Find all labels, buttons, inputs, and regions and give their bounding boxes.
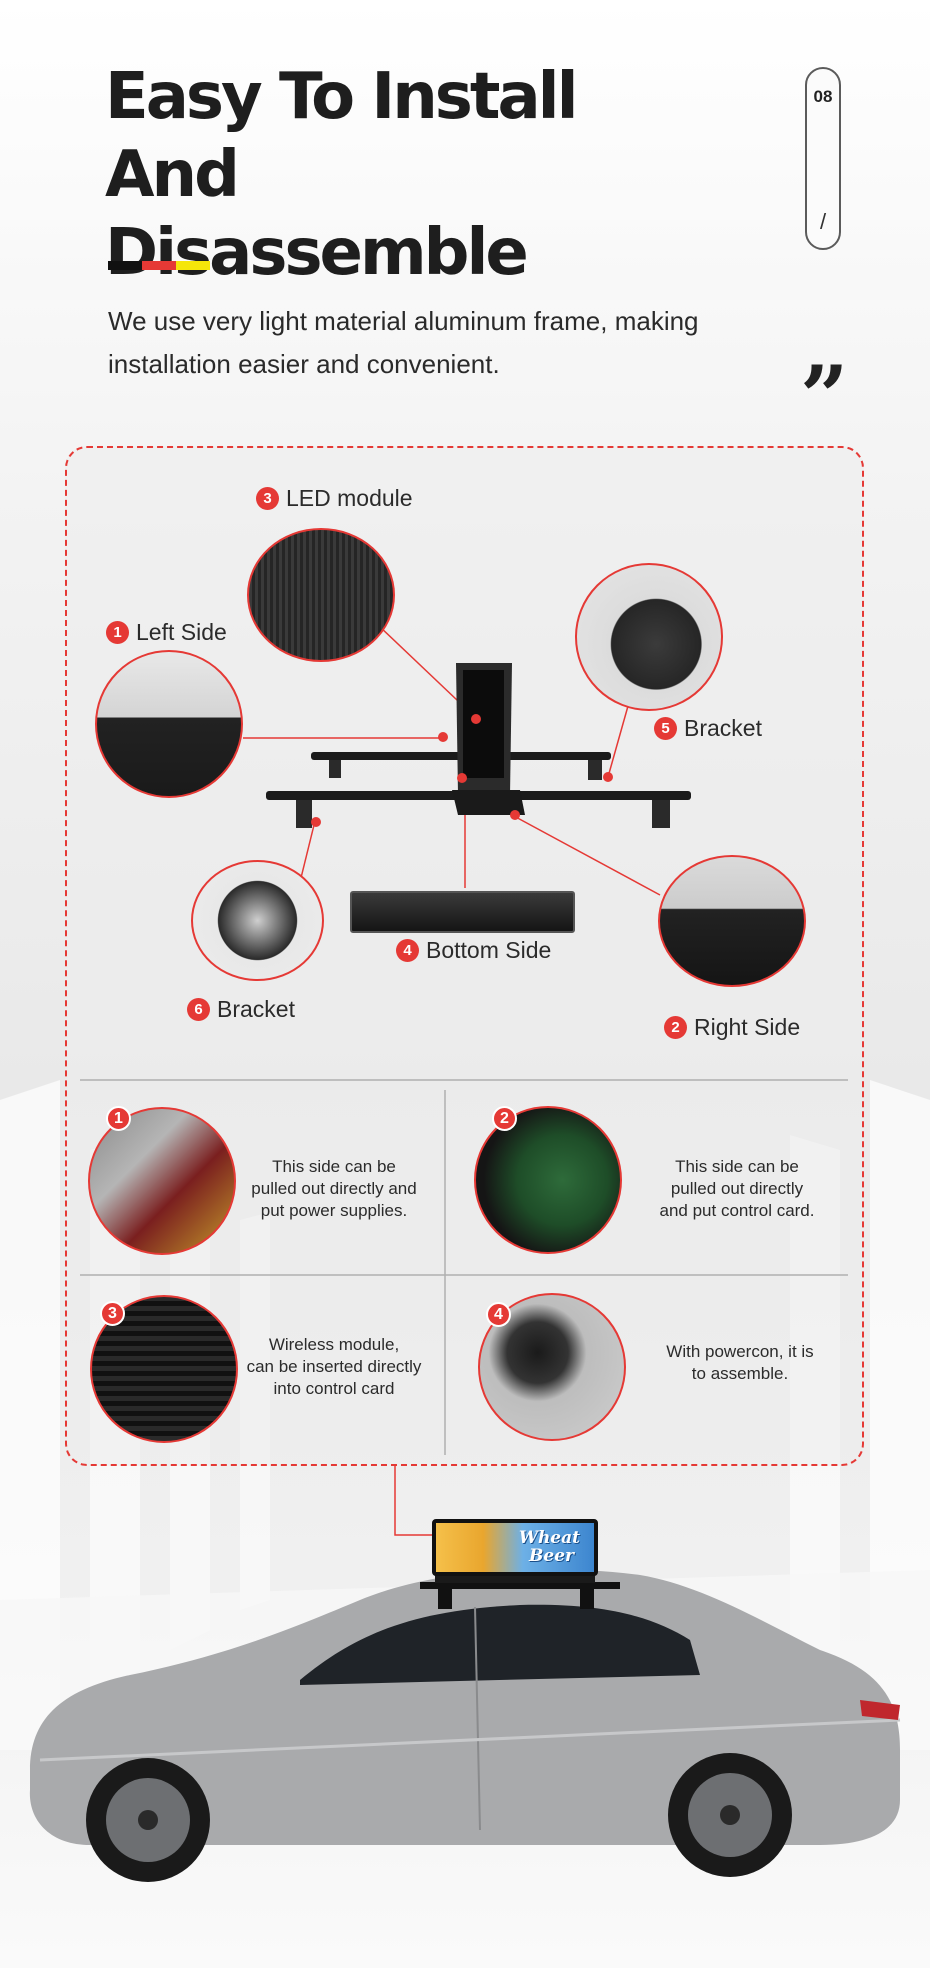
feature-number: 1 (106, 1106, 131, 1131)
feature-control-card-text: This side can be pulled out directly and… (632, 1156, 842, 1222)
feature-number: 4 (486, 1302, 511, 1327)
callout-left-side: 1 Left Side (106, 619, 227, 646)
feature-line: With powercon, it is (666, 1342, 814, 1361)
car-illustration (29, 1569, 901, 1882)
callout-number: 2 (664, 1016, 687, 1039)
callout-right-side: 2 Right Side (664, 1014, 800, 1041)
page-slash: / (819, 209, 827, 234)
taxi-top-led-sign: Wheat Beer (432, 1519, 598, 1576)
accent-red (142, 261, 176, 270)
control-card-photo (474, 1106, 622, 1254)
feature-line: pulled out directly and (251, 1179, 417, 1198)
intro-line-2: installation easier and convenient. (108, 349, 500, 379)
feature-number: 2 (492, 1106, 517, 1131)
bracket-top-photo (575, 563, 723, 711)
callout-label: Bottom Side (426, 937, 552, 963)
right-side-photo (658, 855, 806, 987)
page-indicator: 08 / (805, 67, 841, 250)
sign-text-line-1: Wheat (518, 1528, 580, 1548)
led-module-photo (247, 528, 395, 662)
feature-line: can be inserted directly (246, 1357, 422, 1376)
feature-line: and put control card. (659, 1201, 815, 1220)
feature-line: into control card (273, 1379, 395, 1398)
feature-line: This side can be (675, 1157, 799, 1176)
callout-label: Left Side (136, 619, 227, 645)
callout-label: Right Side (694, 1014, 801, 1040)
feature-line: pulled out directly (670, 1179, 804, 1198)
title-line-2: Disassemble (105, 216, 529, 290)
intro-line-1: We use very light material aluminum fram… (108, 306, 699, 336)
callout-bracket-5: 5 Bracket (654, 715, 762, 742)
callout-bottom-side: 4 Bottom Side (396, 937, 551, 964)
callout-number: 3 (256, 487, 279, 510)
callout-label: Bracket (217, 996, 295, 1022)
bottom-side-photo (350, 891, 575, 933)
bracket-bottom-photo (191, 860, 324, 981)
feature-line: put power supplies. (260, 1201, 408, 1220)
feature-number: 3 (100, 1301, 125, 1326)
title-line-1: Easy To Install And (105, 60, 579, 212)
callout-number: 5 (654, 717, 677, 740)
accent-color-bar (108, 261, 210, 270)
sign-text-line-2: Beer (529, 1546, 574, 1566)
feature-powercon-text: With powercon, it is to assemble. (640, 1341, 840, 1385)
callout-led-module: 3 LED module (256, 485, 413, 512)
callout-bracket-6: 6 Bracket (187, 996, 295, 1023)
power-supply-photo (88, 1107, 236, 1255)
feature-power-supplies-text: This side can be pulled out directly and… (234, 1156, 434, 1222)
callout-label: LED module (286, 485, 413, 511)
left-side-photo (95, 650, 243, 798)
callout-label: Bracket (684, 715, 762, 741)
feature-line: to assemble. (691, 1364, 789, 1383)
intro-text: We use very light material aluminum fram… (108, 300, 748, 386)
page-number: 08 (813, 87, 833, 106)
callout-number: 6 (187, 998, 210, 1021)
quote-icon: ” (800, 347, 849, 446)
callout-number: 4 (396, 939, 419, 962)
accent-yellow (176, 261, 210, 270)
feature-line: Wireless module, (268, 1335, 400, 1354)
accent-black (108, 261, 142, 270)
callout-number: 1 (106, 621, 129, 644)
page-title: Easy To Install And Disassemble (105, 58, 665, 292)
feature-line: This side can be (272, 1157, 396, 1176)
feature-wireless-text: Wireless module, can be inserted directl… (234, 1334, 434, 1400)
